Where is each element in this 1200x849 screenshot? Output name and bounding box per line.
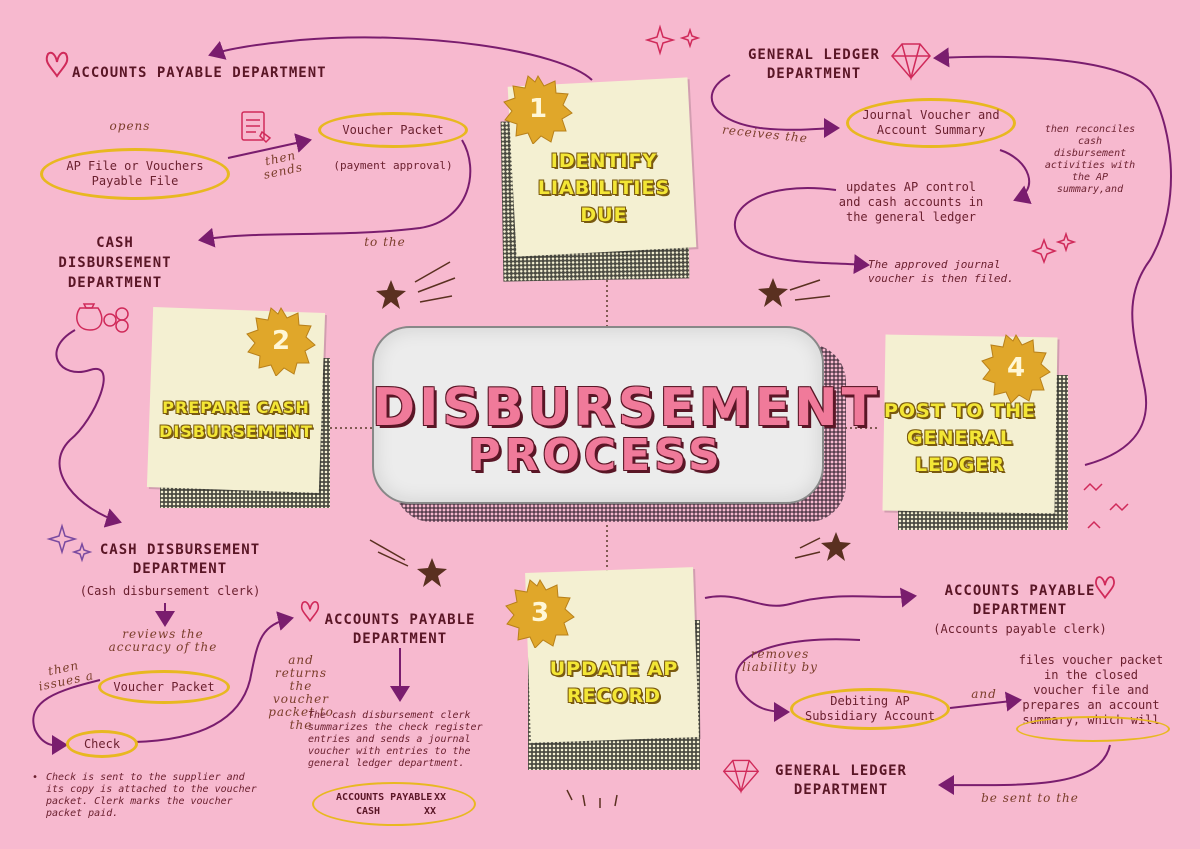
step1-title: IDENTIFY LIABILITIES DUE <box>537 150 671 226</box>
step1-ap-department: ACCOUNTS PAYABLE DEPARTMENT <box>72 65 327 81</box>
sparkle-icon <box>645 24 701 56</box>
journal-debit-mark: XX <box>434 792 447 803</box>
step1-number: 1 <box>528 94 548 124</box>
summary-note: The cash disbursement clerk summarizes t… <box>308 710 483 769</box>
money-icon <box>76 303 129 333</box>
debiting-oval: Debiting AP Subsidiary Account <box>790 688 950 730</box>
updates-label: updates AP control and cash accounts in … <box>838 180 984 224</box>
step4-gl-department: GENERAL LEDGER DEPARTMENT <box>747 47 880 82</box>
removes-label: removes liability by <box>742 647 818 674</box>
cash-clerk-label: (Cash disbursement clerk) <box>79 584 261 598</box>
reconciles-label: then reconciles cash disbursement activi… <box>1044 124 1136 195</box>
be-sent-label: be sent to the <box>981 791 1079 805</box>
journal-credit-mark: XX <box>424 806 437 817</box>
diamond-icon <box>891 43 931 81</box>
step3-badge: 3 <box>505 578 575 648</box>
sparkle-icon <box>46 523 93 563</box>
step2-badge: 2 <box>246 306 316 376</box>
bullet-note: • Check is sent to the supplier and its … <box>32 772 262 820</box>
title-line-1: DISBURSEMENT <box>372 378 882 438</box>
sparkle-icon <box>1030 232 1077 265</box>
diamond-icon <box>722 759 760 795</box>
ap-clerk-label: (Accounts payable clerk) <box>933 622 1107 636</box>
and-returns-label: and returns the voucher packet to the <box>268 653 334 732</box>
and-label: and <box>971 687 997 701</box>
title-box <box>372 326 824 504</box>
step4-title: POST TO THE GENERAL LEDGER <box>884 400 1036 476</box>
step3-ap-department: ACCOUNTS PAYABLE DEPARTMENT <box>944 583 1096 618</box>
star-icon <box>821 532 851 561</box>
step2-title: PREPARE CASH DISBURSEMENT <box>159 398 313 441</box>
flower-icon <box>45 51 69 78</box>
payment-approval-label: (payment approval) <box>333 159 453 172</box>
step2-ap-department: ACCOUNTS PAYABLE DEPARTMENT <box>324 612 476 647</box>
journal-credit-account: CASH <box>356 806 381 817</box>
star-icon <box>758 278 788 307</box>
to-the-label: to the <box>364 235 406 249</box>
step1-badge: 1 <box>503 74 573 144</box>
journal-entry-oval <box>312 782 476 826</box>
bullet-icon: • <box>32 772 39 783</box>
voucher-packet-oval: Voucher Packet <box>318 112 468 148</box>
ap-file-oval: AP File or Vouchers Payable File <box>40 148 230 200</box>
step3-number: 3 <box>530 598 550 628</box>
star-icon <box>376 280 406 309</box>
journal-voucher-oval: Journal Voucher and Account Summary <box>846 98 1016 148</box>
flower-icon <box>1095 576 1115 600</box>
flower-icon <box>300 601 320 623</box>
step3-title: UPDATE AP RECORD <box>549 658 679 707</box>
filed-label: The approved journal voucher is then fil… <box>868 258 1014 285</box>
star-icon <box>417 558 447 587</box>
step2-voucher-packet-oval: Voucher Packet <box>98 670 230 704</box>
bullet-text: Check is sent to the supplier and its co… <box>46 772 257 819</box>
opens-label: opens <box>109 119 151 133</box>
title-line-2: PROCESS <box>468 430 724 481</box>
reviews-label: reviews the accuracy of the <box>108 627 218 654</box>
check-oval: Check <box>66 730 138 758</box>
step4-number: 4 <box>1006 353 1026 383</box>
step2-cash-department: CASH DISBURSEMENT DEPARTMENT <box>99 542 261 577</box>
step3-gl-department: GENERAL LEDGER DEPARTMENT <box>774 763 907 798</box>
account-summary-oval <box>1016 716 1170 742</box>
document-icon <box>241 111 272 144</box>
step2-number: 2 <box>271 326 291 356</box>
journal-debit-account: ACCOUNTS PAYABLE <box>336 792 433 803</box>
step1-cash-department: CASH DISBURSEMENT DEPARTMENT <box>58 235 172 291</box>
squiggle-icon <box>1083 482 1129 529</box>
step4-badge: 4 <box>981 333 1051 403</box>
